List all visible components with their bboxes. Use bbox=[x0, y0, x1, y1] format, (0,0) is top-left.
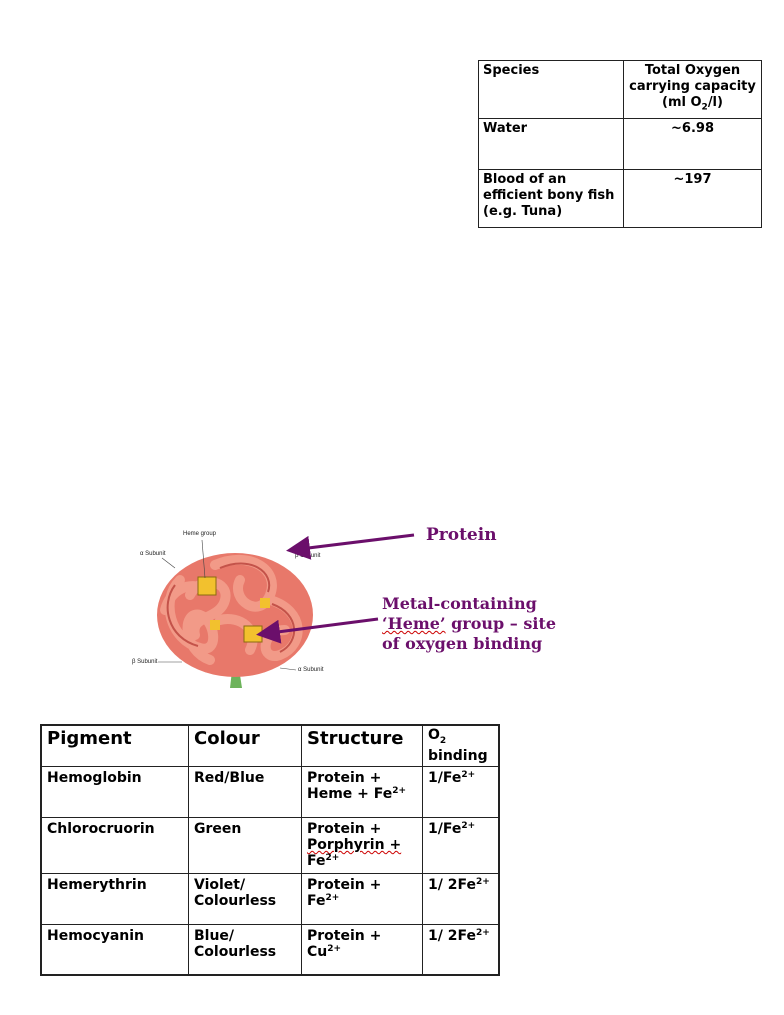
label-heme-group: Heme group bbox=[183, 531, 217, 537]
structure-line2-sup: 2+ bbox=[327, 943, 342, 954]
binding-sup: 2+ bbox=[461, 820, 476, 831]
table-row: Hemerythrin Violet/ Colourless Protein +… bbox=[40, 872, 500, 925]
species-cell: Water bbox=[478, 117, 624, 170]
header-binding: binding bbox=[428, 747, 488, 764]
heme-group-left bbox=[210, 620, 220, 630]
structure-line3: Fe bbox=[307, 852, 326, 869]
pigment-binding: 1/ 2Fe2+ bbox=[422, 872, 500, 925]
header-capacity: Total Oxygen carrying capacity (ml O2/l) bbox=[623, 60, 762, 119]
structure-line3-sup: 2+ bbox=[325, 852, 340, 863]
protein-shading bbox=[166, 562, 296, 653]
header-o2: O bbox=[428, 727, 440, 743]
label-alpha-subunit-bottom: α Subunit bbox=[298, 667, 324, 673]
header-o2-sub: 2 bbox=[439, 735, 447, 746]
annotation-heme: Metal-containing ‘Heme’ group – site of … bbox=[382, 594, 556, 654]
pigment-name: Hemoglobin bbox=[40, 765, 189, 818]
annotation-heme-line1: Metal-containing bbox=[382, 594, 537, 613]
colour-line1: Green bbox=[194, 820, 242, 837]
binding-value: 1/ 2Fe bbox=[428, 876, 476, 893]
pigment-structure: Protein + Porphyrin + Fe2+ bbox=[301, 816, 423, 874]
binding-value: 1/Fe bbox=[428, 820, 462, 837]
annotation-heme-word: ‘Heme’ bbox=[382, 614, 446, 633]
capacity-value: ~6.98 bbox=[623, 117, 762, 170]
colour-line2: Colourless bbox=[194, 892, 277, 909]
pigment-structure: Protein + Heme + Fe2+ bbox=[301, 765, 423, 818]
leader-lines bbox=[158, 539, 297, 671]
pigment-colour: Violet/ Colourless bbox=[188, 872, 302, 925]
pigment-name: Hemerythrin bbox=[40, 872, 189, 925]
structure-line1: Protein + bbox=[307, 820, 382, 837]
header-capacity-unit-pre: (ml O bbox=[662, 95, 702, 110]
annotation-protein: Protein bbox=[426, 525, 497, 545]
binding-sup: 2+ bbox=[475, 876, 490, 887]
pigment-name: Hemocyanin bbox=[40, 923, 189, 976]
annotation-arrows bbox=[256, 533, 415, 644]
colour-line2: Colourless bbox=[194, 943, 277, 960]
table-row: Chlorocruorin Green Protein + Porphyrin … bbox=[40, 816, 500, 874]
pigment-colour: Blue/ Colourless bbox=[188, 923, 302, 976]
structure-line2-sup: 2+ bbox=[325, 892, 340, 903]
label-alpha-subunit-top: α Subunit bbox=[140, 551, 166, 557]
table-row: Blood of an efficient bony fish (e.g. Tu… bbox=[478, 168, 762, 228]
hemoglobin-figure: Heme group α Subunit β Subunit β Subunit… bbox=[120, 520, 560, 695]
pigment-binding: 1/Fe2+ bbox=[422, 765, 500, 818]
table-row: Water ~6.98 bbox=[478, 117, 762, 170]
pigment-table: Pigment Colour Structure O2 binding Hemo… bbox=[40, 724, 500, 977]
structure-line2: Cu bbox=[307, 943, 328, 960]
hemoglobin-illustration bbox=[157, 539, 313, 688]
binding-sup: 2+ bbox=[461, 769, 476, 780]
heme-arrow bbox=[256, 617, 379, 644]
structure-line1: Protein + bbox=[307, 769, 382, 786]
annotation-heme-line2: group – site bbox=[445, 614, 557, 633]
table-row: Hemoglobin Red/Blue Protein + Heme + Fe2… bbox=[40, 765, 500, 818]
colour-line1: Blue/ bbox=[194, 927, 235, 944]
table-row: Hemocyanin Blue/ Colourless Protein + Cu… bbox=[40, 923, 500, 976]
pigment-colour: Red/Blue bbox=[188, 765, 302, 818]
species-line2: efficient bony fish bbox=[483, 187, 615, 203]
structure-line1: Protein + bbox=[307, 927, 382, 944]
header-o2-binding: O2 binding bbox=[422, 724, 500, 767]
protein-arrow bbox=[286, 533, 415, 560]
heme-group-right bbox=[260, 598, 270, 608]
colour-line1: Violet/ bbox=[194, 876, 246, 893]
structure-line1: Protein + bbox=[307, 876, 382, 893]
species-line3: (e.g. Tuna) bbox=[483, 203, 563, 219]
structure-line2: Fe bbox=[307, 892, 326, 909]
binding-value: 1/ 2Fe bbox=[428, 927, 476, 944]
species-line1: Water bbox=[483, 120, 528, 136]
header-species: Species bbox=[478, 60, 624, 119]
header-pigment: Pigment bbox=[40, 724, 189, 767]
heme-group-top bbox=[197, 576, 217, 596]
header-colour: Colour bbox=[188, 724, 302, 767]
capacity-value: ~197 bbox=[623, 168, 762, 228]
structure-line2-sup: 2+ bbox=[392, 785, 407, 796]
header-capacity-unit-sub: 2 bbox=[701, 102, 708, 113]
header-structure: Structure bbox=[301, 724, 423, 767]
header-capacity-unit-post: /l) bbox=[707, 95, 723, 110]
header-capacity-line2: carrying capacity bbox=[629, 79, 756, 94]
colour-line1: Red/Blue bbox=[194, 769, 265, 786]
binding-sup: 2+ bbox=[475, 927, 490, 938]
oxygen-capacity-table: Species Total Oxygen carrying capacity (… bbox=[478, 60, 762, 228]
header-capacity-line1: Total Oxygen bbox=[644, 63, 741, 78]
table-header-row: Pigment Colour Structure O2 binding bbox=[40, 724, 500, 767]
label-beta-subunit-bottom: β Subunit bbox=[132, 659, 158, 665]
annotation-heme-line3: of oxygen binding bbox=[382, 634, 543, 653]
species-line1: Blood of an bbox=[483, 171, 567, 187]
species-cell: Blood of an efficient bony fish (e.g. Tu… bbox=[478, 168, 624, 228]
pigment-binding: 1/ 2Fe2+ bbox=[422, 923, 500, 976]
table-header-row: Species Total Oxygen carrying capacity (… bbox=[478, 60, 762, 119]
pigment-binding: 1/Fe2+ bbox=[422, 816, 500, 874]
pigment-structure: Protein + Fe2+ bbox=[301, 872, 423, 925]
binding-value: 1/Fe bbox=[428, 769, 462, 786]
structure-line2: Heme + Fe bbox=[307, 785, 393, 802]
pigment-structure: Protein + Cu2+ bbox=[301, 923, 423, 976]
pigment-colour: Green bbox=[188, 816, 302, 874]
pigment-name: Chlorocruorin bbox=[40, 816, 189, 874]
structure-line2: Porphyrin + bbox=[307, 836, 402, 853]
